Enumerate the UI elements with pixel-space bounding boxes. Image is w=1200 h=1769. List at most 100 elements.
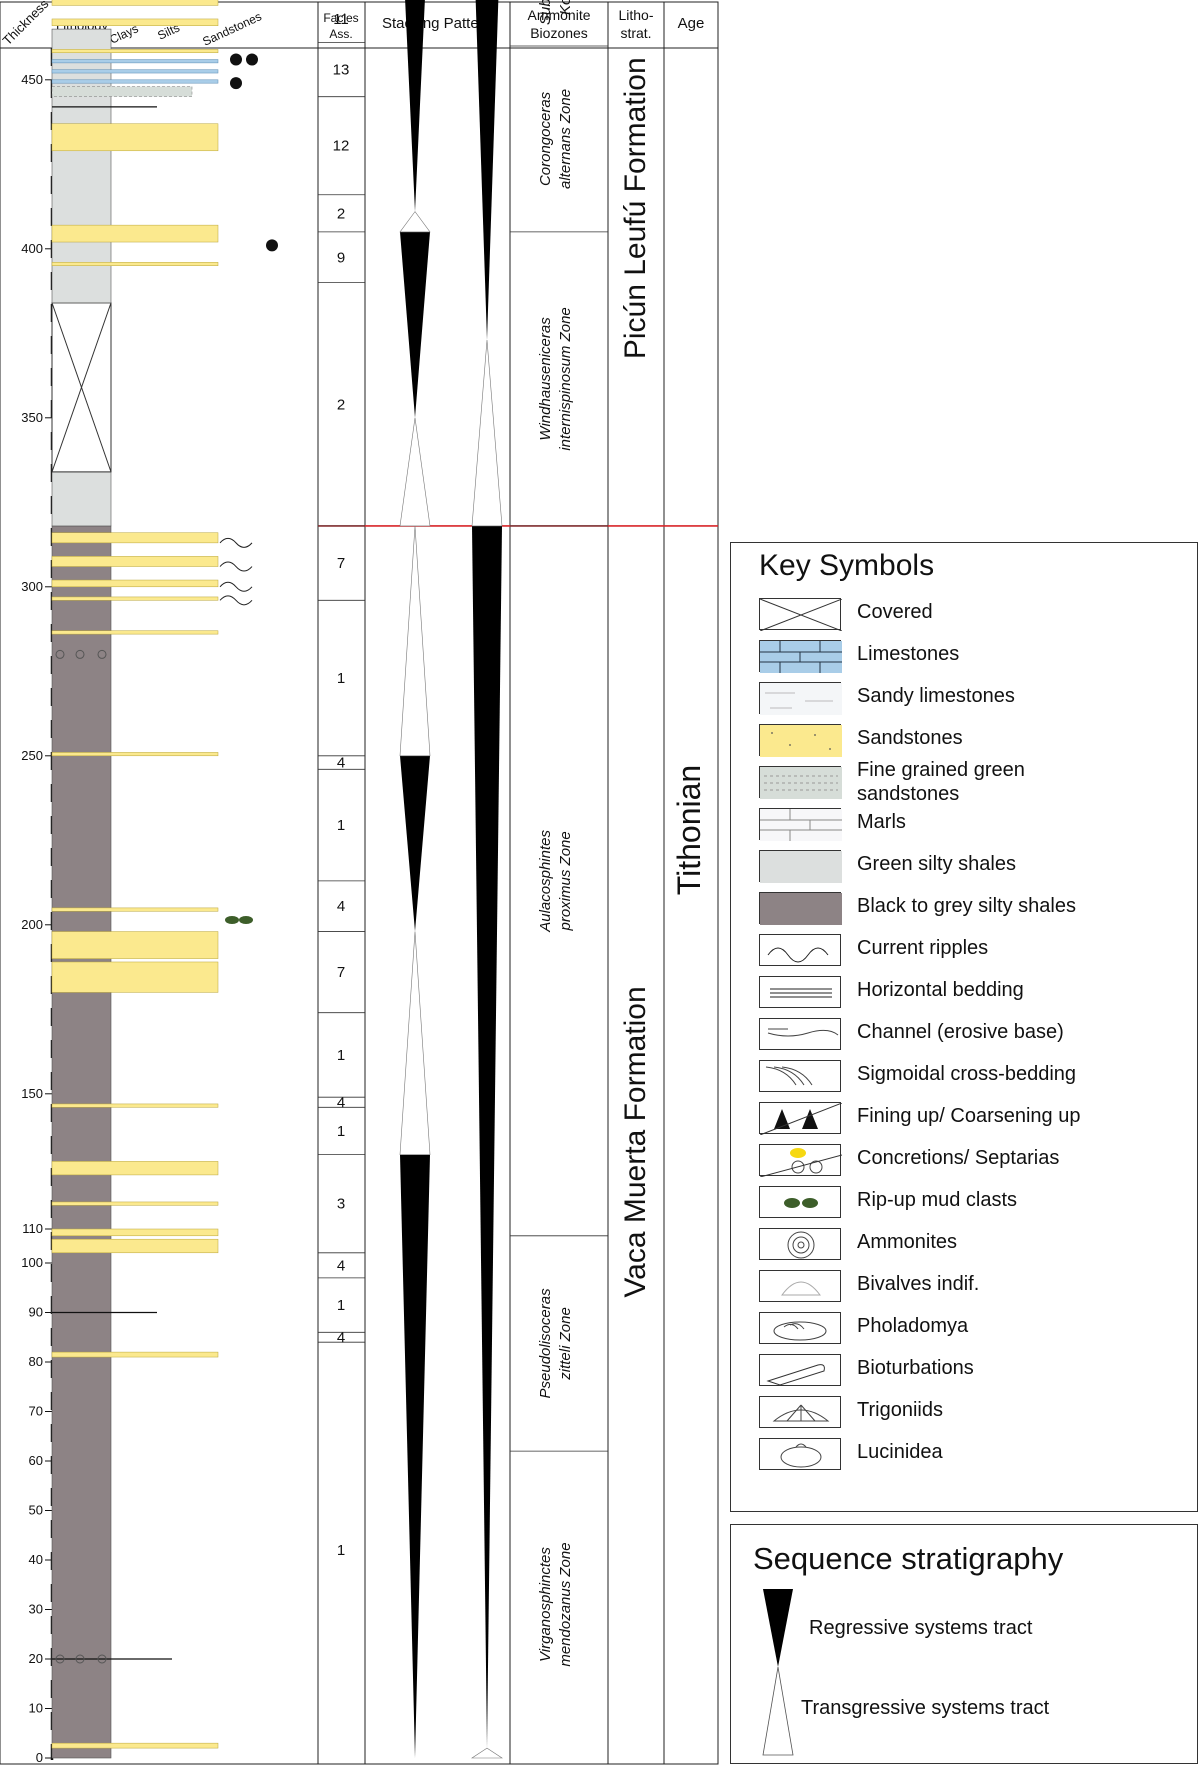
- limestone-symbol: [759, 640, 842, 673]
- age-label: Tithonian: [671, 765, 707, 895]
- facies-label: 1: [337, 817, 345, 834]
- facies-column: 1414314174141729212131113: [318, 11, 365, 1559]
- lucinid-icon: [759, 1438, 841, 1470]
- facies-label: 3: [337, 1196, 345, 1213]
- sandstone-bed: [51, 123, 219, 152]
- sandstone-bed: [51, 579, 219, 588]
- transgressive-tract: [399, 931, 431, 1155]
- facies-label: 1: [337, 1123, 345, 1140]
- legend-label: Pholadomya: [857, 1315, 969, 1337]
- transgressive-tract: [399, 211, 431, 233]
- stacking-pattern-column: [399, 0, 503, 1759]
- ammonite-icon: [230, 77, 242, 90]
- legend-label: Rip-up mud clasts: [857, 1189, 1018, 1211]
- trigoniid-icon: [759, 1396, 841, 1428]
- column-frame: [0, 1, 719, 1765]
- legend-label: Marls: [857, 811, 906, 833]
- legend-item: Limestones: [759, 637, 1189, 675]
- biozone-name: Corongoceras: [537, 91, 554, 186]
- facies-label: 13: [333, 62, 350, 79]
- age-column: Tithonian: [671, 765, 707, 895]
- sandstone-bed: [51, 931, 219, 959]
- biozone-name: Aulacosphintes: [537, 830, 554, 933]
- scale-tick-label: 450: [21, 72, 43, 87]
- regressive-tract: [475, 0, 499, 341]
- channel-icon: [759, 1018, 841, 1050]
- sandstone-bed: [51, 1351, 219, 1358]
- biozone-zone: Koeneni Zone: [557, 0, 574, 15]
- legend-label: Channel (erosive base): [857, 1021, 1064, 1043]
- mud-clast-icon: [759, 1186, 841, 1218]
- transgressive-tract: [471, 340, 503, 527]
- horizontal-bedding-icon: [759, 976, 841, 1008]
- facies-label: 12: [333, 138, 350, 155]
- legend-label: Trigoniids: [857, 1399, 943, 1421]
- formation-name: Picún Leufú Formation: [619, 57, 652, 359]
- legend-label: Black to grey silty shales: [857, 895, 1076, 917]
- covered-cross: [51, 302, 112, 473]
- biozone-name: Substeueroceras: [537, 0, 554, 25]
- legend-label: Sandstones: [857, 727, 963, 749]
- facies-label: 7: [337, 964, 345, 981]
- header-litho: Litho-: [618, 7, 653, 23]
- scale-tick-label: 90: [29, 1305, 43, 1320]
- ripple-icon: [219, 537, 253, 548]
- ammonite-icon: [266, 239, 278, 252]
- legend-label: Bivalves indif.: [857, 1273, 980, 1295]
- scale-tick-label: 50: [29, 1503, 43, 1518]
- sequence-title: Sequence stratigraphy: [753, 1541, 1064, 1576]
- scale-tick-label: 300: [21, 579, 43, 594]
- legend-item: Channel (erosive base): [759, 1015, 1189, 1053]
- limestone-bed: [51, 79, 219, 84]
- header-ammonite: Ammonite: [527, 7, 590, 23]
- concretion-icon: [759, 1144, 842, 1177]
- transgressive-tract: [471, 1747, 503, 1759]
- sandstone-symbol: [759, 724, 842, 757]
- sandstone-bed: [51, 49, 219, 54]
- legend-item: Bivalves indif.: [759, 1267, 1189, 1305]
- ammonite-icon: [230, 53, 242, 66]
- fining-up-icon: [759, 1102, 842, 1135]
- header-sandstones: Sandstones: [200, 9, 263, 48]
- green_shale-unit: [51, 28, 112, 304]
- limestone-bed: [51, 59, 219, 64]
- sandstone-bed: [51, 1742, 219, 1749]
- formation-name: Vaca Muerta Formation: [619, 986, 652, 1297]
- ripple-icon: [219, 561, 253, 572]
- header-stacking-pattern: Stacking Pattern: [382, 15, 492, 32]
- sandstone-bed: [51, 532, 219, 544]
- biozone-zone: mendozanus Zone: [557, 1542, 574, 1666]
- legend-item: Sandy limestones: [759, 679, 1189, 717]
- legend-label: Current ripples: [857, 937, 989, 959]
- facies-label: 2: [337, 205, 345, 222]
- legend-item: Black to grey silty shales: [759, 889, 1189, 927]
- sigmoidal-icon: [759, 1060, 841, 1092]
- biozone-zone: internispinosum Zone: [557, 307, 574, 450]
- green_shale-unit: [51, 471, 112, 527]
- sandstone-bed: [51, 556, 219, 567]
- scale-tick-label: 80: [29, 1354, 43, 1369]
- concretion-icon: [75, 1654, 85, 1664]
- lithostrat-column: Vaca Muerta Formation Picún Leufú Formati…: [619, 57, 652, 1297]
- mud-clast-icon: [239, 916, 253, 924]
- transgressive-tract: [399, 417, 431, 527]
- legend-label: Fining up/ Coarsening up: [857, 1105, 1081, 1127]
- biozone-name: Virganosphinctes: [537, 1547, 554, 1662]
- green-sandstone-symbol: [759, 766, 842, 799]
- marl-symbol: [759, 808, 842, 841]
- facies-label: 4: [337, 1329, 345, 1346]
- covered-symbol: [759, 598, 842, 631]
- biozone-zone: proximus Zone: [557, 831, 574, 931]
- regressive-tract: [405, 0, 425, 212]
- header-facies-ass: Ass.: [329, 27, 352, 41]
- legend-item: Horizontal bedding: [759, 973, 1189, 1011]
- sandstone-bed: [51, 1228, 219, 1237]
- sequence-stratigraphy-legend: Sequence stratigraphy Regressive systems…: [730, 1524, 1198, 1764]
- scale-tick-label: 20: [29, 1651, 43, 1666]
- legend-item: Green silty shales: [759, 847, 1189, 885]
- bioturbation-icon: [759, 1354, 841, 1386]
- header-biozones: Biozones: [530, 25, 588, 41]
- legend-item: Rip-up mud clasts: [759, 1183, 1189, 1221]
